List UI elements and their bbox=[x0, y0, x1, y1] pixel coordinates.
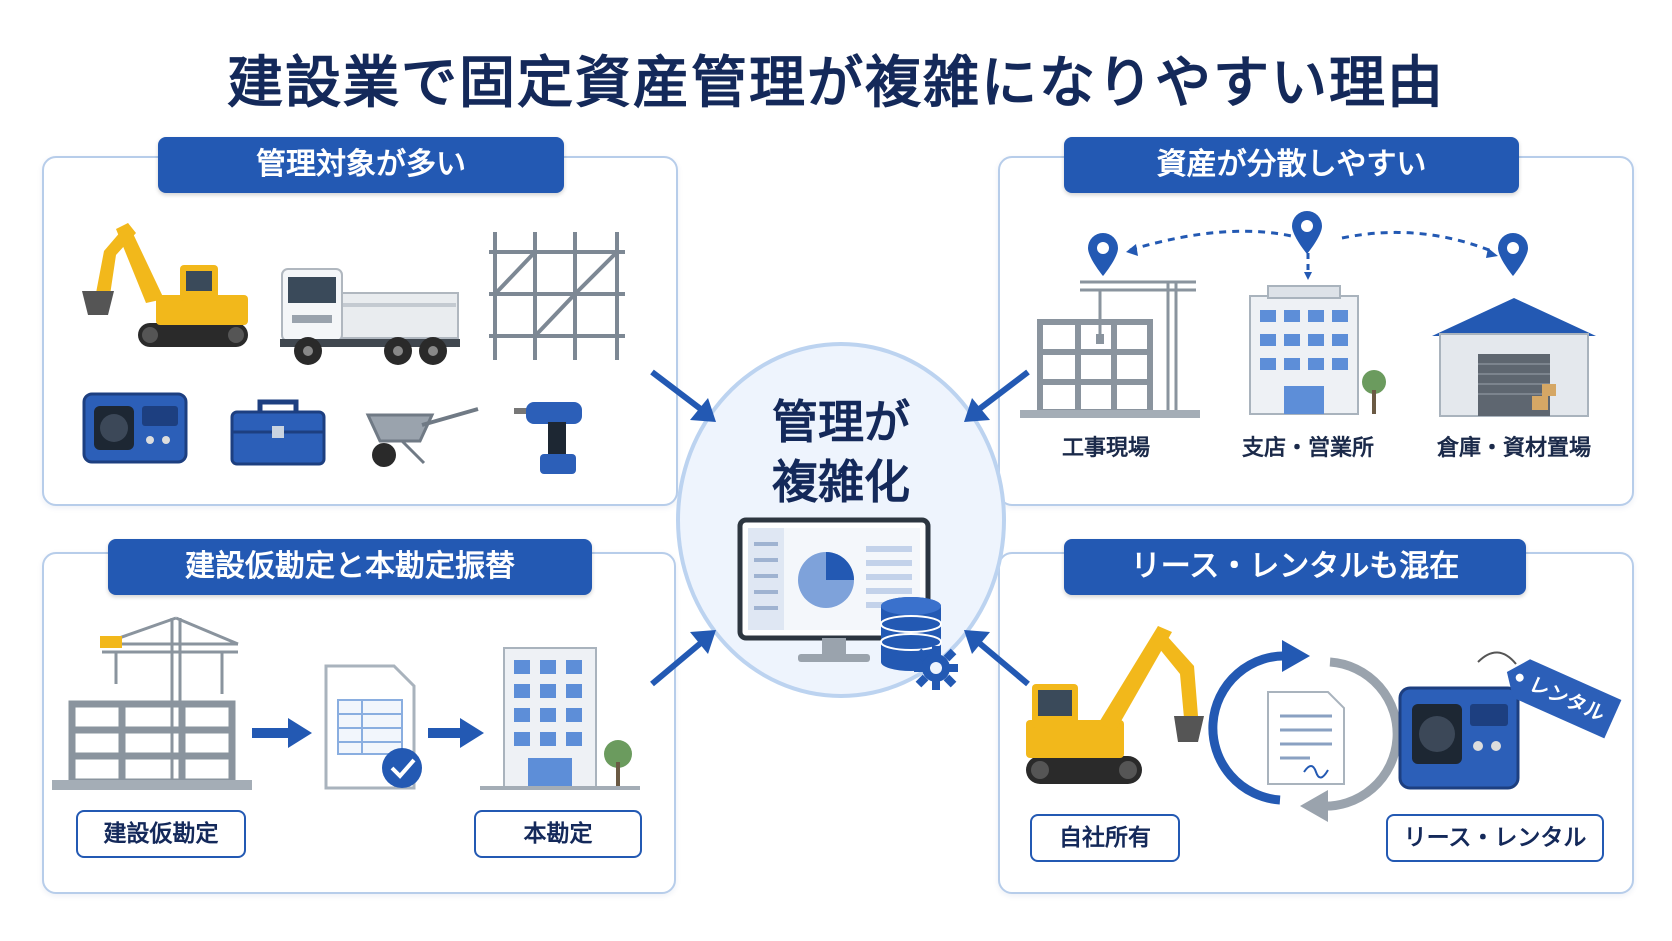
warehouse-icon bbox=[1432, 298, 1596, 417]
label-lease-rental: リース・レンタル bbox=[1386, 814, 1604, 862]
arrow-to-center-icon bbox=[964, 630, 1030, 687]
drill-icon bbox=[514, 402, 582, 474]
arrow-right-icon bbox=[428, 718, 484, 748]
location-label-warehouse: 倉庫・資材置場 bbox=[1436, 436, 1591, 461]
center-title: 管理が 複雑化 bbox=[676, 392, 1006, 512]
location-label-site: 工事現場 bbox=[1061, 436, 1150, 461]
dump-truck-icon bbox=[280, 268, 460, 365]
excavator-icon bbox=[82, 223, 248, 347]
toolbox-icon bbox=[230, 399, 326, 466]
page-title: 建設業で固定資産管理が複雑になりやすい理由 bbox=[227, 51, 1445, 116]
generator-icon bbox=[82, 392, 188, 464]
wheelbarrow-icon bbox=[365, 407, 479, 467]
contract-cycle-icon bbox=[1208, 640, 1402, 822]
map-pin-icon bbox=[1498, 233, 1528, 276]
panel-header-lease-rental: リース・レンタルも混在 bbox=[1064, 539, 1526, 595]
generator-icon bbox=[1398, 686, 1520, 790]
center-line-2: 複雑化 bbox=[772, 455, 910, 509]
panel-header-cip-transfer: 建設仮勘定と本勘定振替 bbox=[108, 539, 592, 595]
office-building-icon bbox=[1249, 285, 1386, 415]
arrow-to-center-icon bbox=[650, 630, 716, 687]
price-tag-icon: レンタル bbox=[1477, 651, 1622, 739]
location-links bbox=[1126, 229, 1498, 280]
panel-header-distributed-assets: 資産が分散しやすい bbox=[1064, 137, 1519, 193]
gear-icon bbox=[914, 646, 958, 690]
map-pin-icon bbox=[1292, 211, 1322, 254]
arrow-right-icon bbox=[252, 718, 312, 748]
panel-header-many-assets: 管理対象が多い bbox=[158, 137, 564, 193]
map-pin-icon bbox=[1088, 233, 1118, 276]
excavator-icon bbox=[1026, 626, 1204, 784]
center-line-1: 管理が bbox=[772, 395, 910, 449]
crane-site-icon bbox=[1020, 280, 1200, 418]
label-cip: 建設仮勘定 bbox=[76, 810, 246, 858]
label-owned: 自社所有 bbox=[1030, 814, 1180, 862]
label-main-account: 本勘定 bbox=[474, 810, 642, 858]
office-building-icon bbox=[480, 647, 640, 790]
crane-site-icon bbox=[52, 616, 252, 790]
arrow-to-center-icon bbox=[964, 369, 1030, 422]
document-check-icon bbox=[324, 664, 422, 790]
scaffold-icon bbox=[489, 232, 625, 360]
arrow-to-center-icon bbox=[650, 369, 716, 422]
location-label-branch: 支店・営業所 bbox=[1241, 436, 1374, 461]
